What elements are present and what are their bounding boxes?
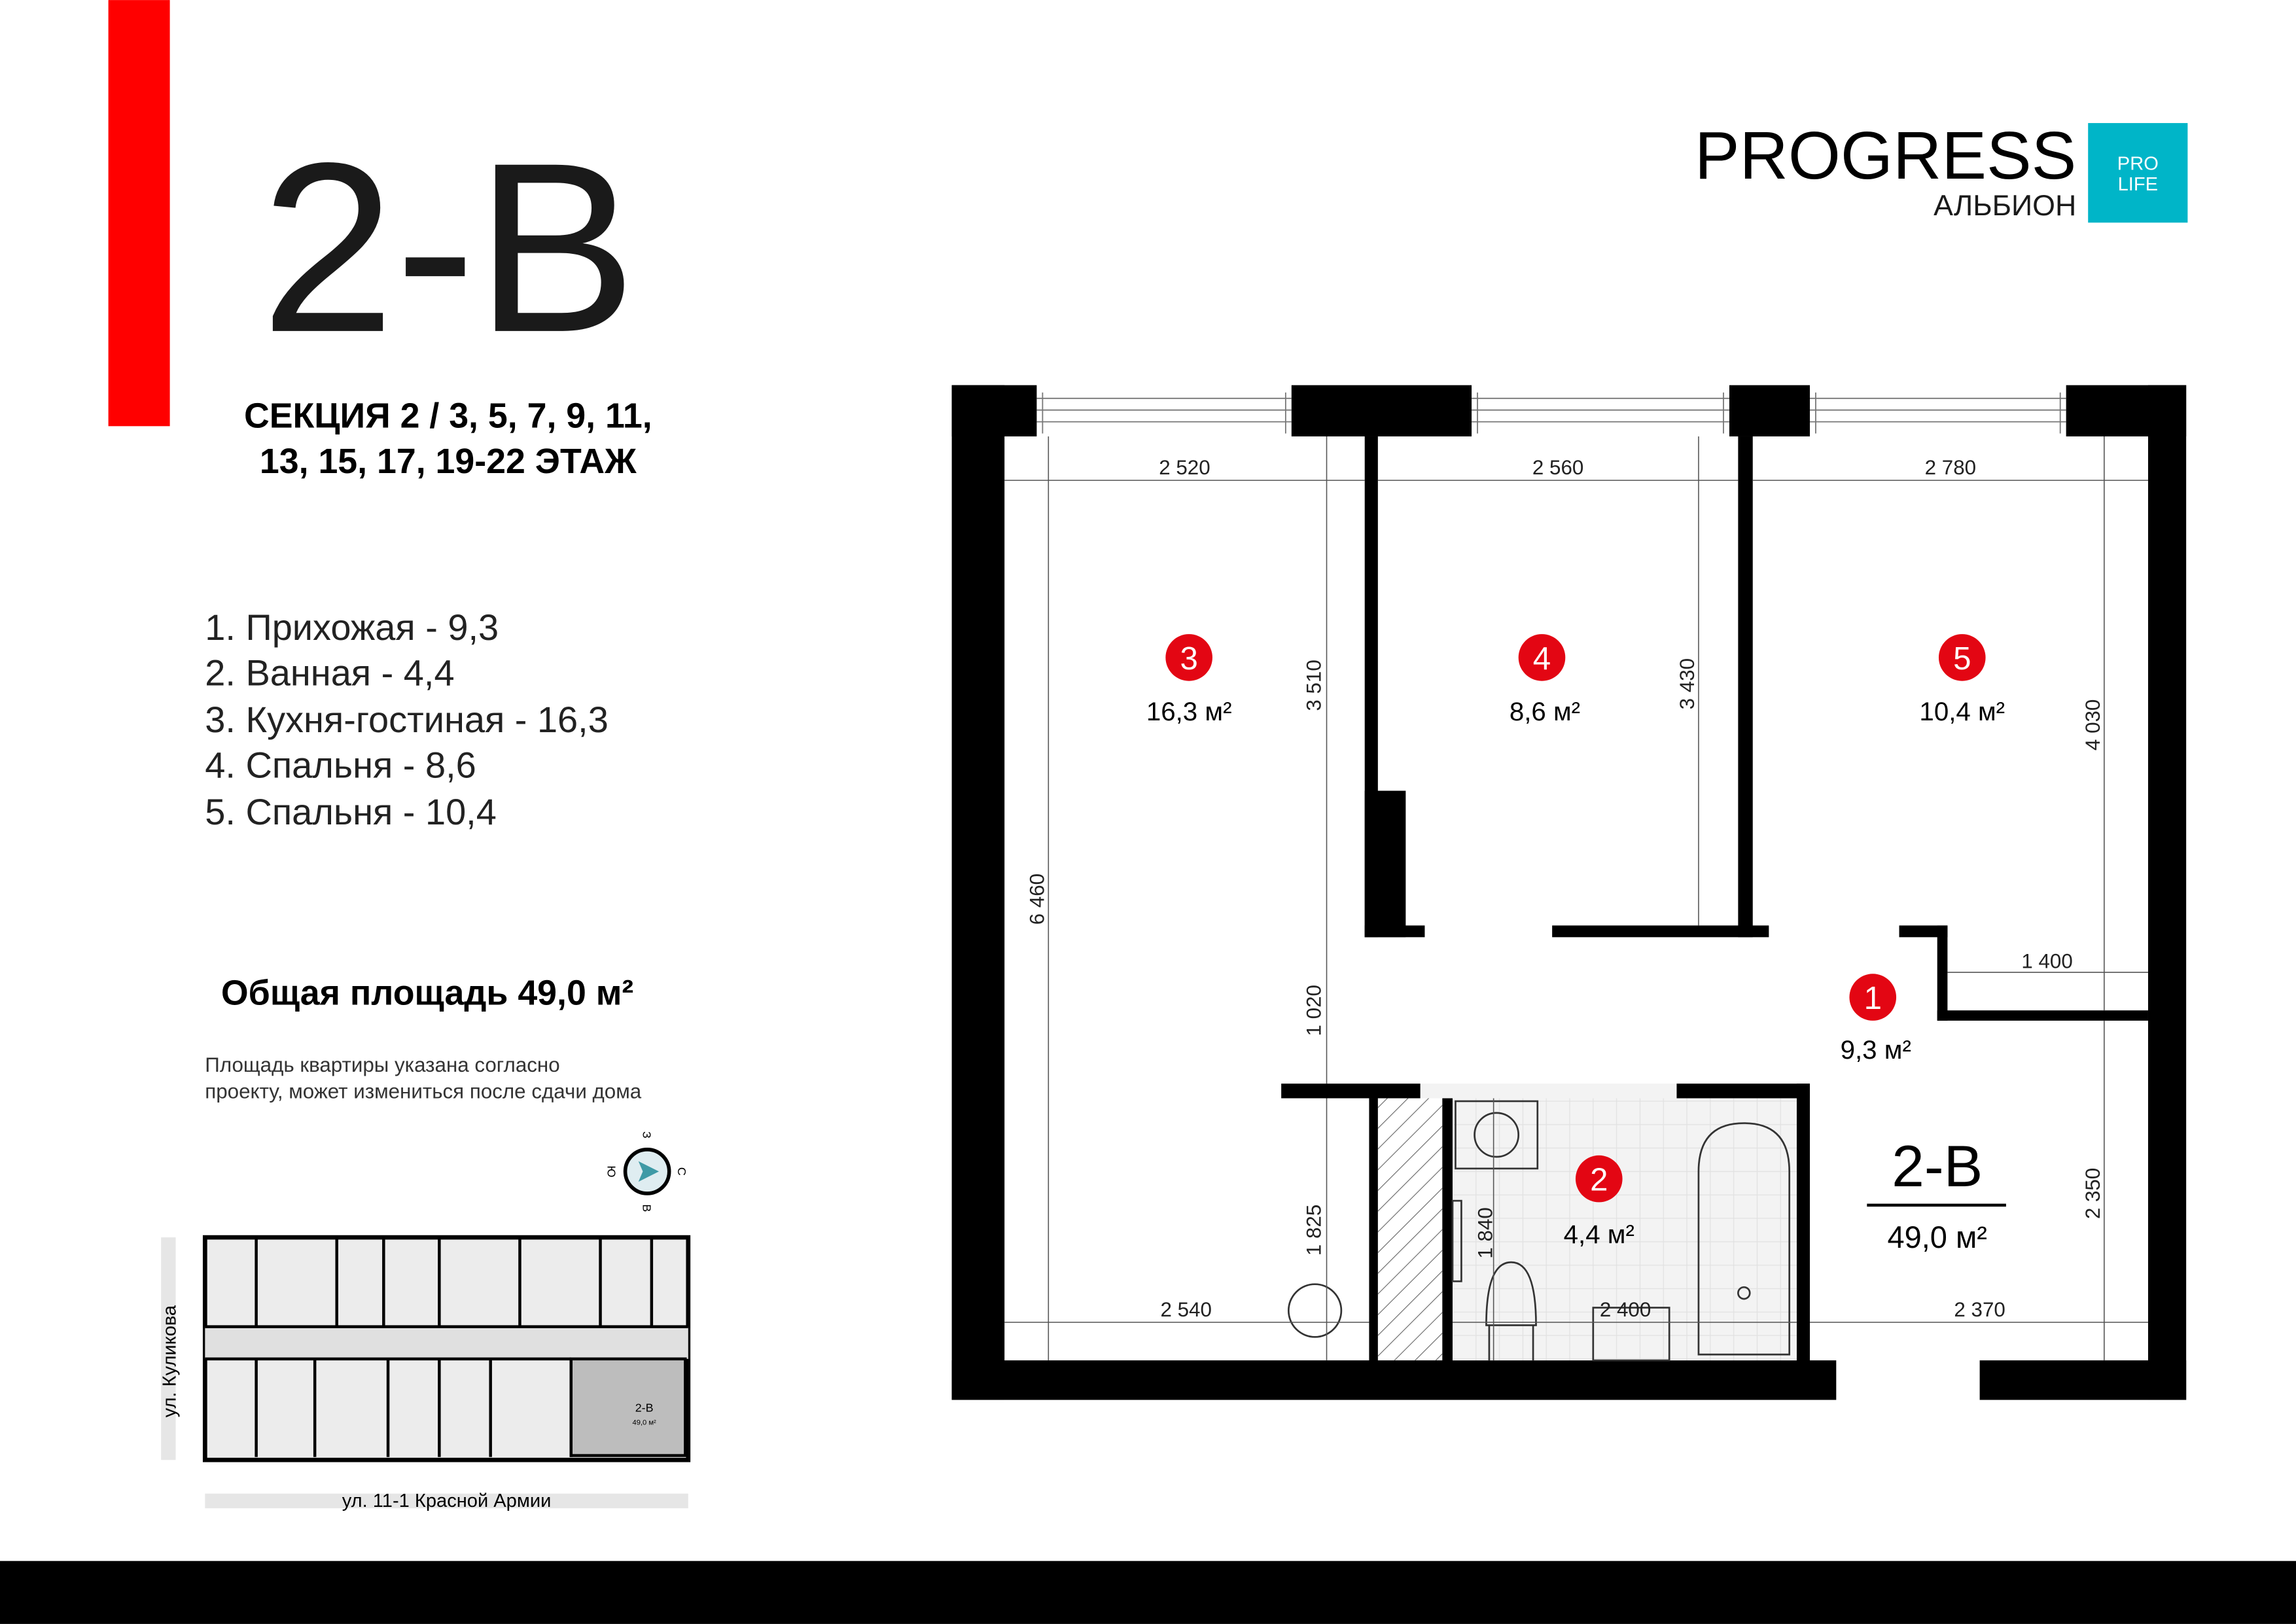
room-number: 4 — [1533, 641, 1551, 677]
plan-unit-label: 2-В — [1892, 1133, 1983, 1199]
room-list-item: 3. Кухня-гостиная - 16,3 — [205, 699, 609, 740]
sink-icon — [1592, 1307, 1670, 1362]
room-marker-2: 2 4,4 м² — [1564, 1155, 1634, 1249]
total-area: Общая площадь 49,0 м² — [221, 973, 633, 1012]
walls — [951, 385, 2187, 1400]
bathtub-icon — [1697, 1122, 1791, 1356]
dim-label: 1 825 — [1303, 1205, 1326, 1256]
room-area: 8,6 м² — [1510, 697, 1580, 726]
room-area: 10,4 м² — [1919, 697, 2005, 726]
room-number: 5 — [1953, 641, 1971, 677]
windows — [1036, 392, 2066, 434]
mini-unit-label: 2-В — [635, 1401, 654, 1414]
note-line-1: Площадь квартиры указана согласно — [205, 1053, 559, 1076]
dimension-lines — [1004, 436, 2148, 1361]
dim-label: 2 780 — [1925, 456, 1976, 479]
room-marker-4: 4 8,6 м² — [1510, 634, 1580, 726]
bathroom-fixtures — [1287, 1100, 1791, 1362]
room-list-item: 5. Спальня - 10,4 — [205, 791, 497, 832]
section-line-1: СЕКЦИЯ 2 / 3, 5, 7, 9, 11, — [244, 397, 652, 436]
dim-label: 3 510 — [1303, 660, 1326, 711]
room-list-item: 4. Спальня - 8,6 — [205, 744, 476, 785]
red-accent-bar — [108, 0, 170, 427]
logo-brand: PROGRESS — [1695, 118, 2076, 193]
room-number: 2 — [1590, 1161, 1608, 1197]
dim-label: 2 370 — [1954, 1298, 2005, 1321]
footer-bar — [0, 1561, 2296, 1624]
plan-unit-area: 49,0 м² — [1887, 1220, 1987, 1254]
compass-w: З — [640, 1131, 653, 1139]
drain-icon — [1287, 1283, 1343, 1338]
apartment-title: 2-В — [260, 113, 637, 383]
dim-label: 2 560 — [1532, 456, 1583, 479]
building-key-plan: ул. Куликова 2-В 49,0 м² ул. 11-1 Красно… — [160, 1235, 691, 1511]
logo-badge-2: LIFE — [2118, 174, 2158, 195]
progress-logo: PROGRESS АЛЬБИОН PRO LIFE — [1695, 118, 2188, 223]
dimension-labels: 2 520 2 560 2 780 1 400 2 540 2 400 2 37… — [1026, 456, 2105, 1321]
dim-label: 3 430 — [1676, 658, 1699, 709]
mini-unit-area: 49,0 м² — [633, 1419, 657, 1427]
street-bottom-label: ул. 11-1 Красной Армии — [342, 1491, 552, 1511]
toilet-icon — [1485, 1261, 1537, 1361]
room-area: 16,3 м² — [1146, 697, 1232, 726]
ventilation-shaft — [1377, 1098, 1443, 1361]
room-number: 1 — [1864, 980, 1882, 1016]
compass-icon: З С В Ю — [605, 1131, 688, 1212]
room-marker-5: 5 10,4 м² — [1919, 634, 2005, 726]
dim-label: 6 460 — [1026, 874, 1049, 925]
room-area: 4,4 м² — [1564, 1220, 1634, 1249]
dim-label: 2 540 — [1160, 1298, 1211, 1321]
room-list-item: 1. Прихожая - 9,3 — [205, 607, 499, 648]
logo-sub: АЛЬБИОН — [1934, 189, 2076, 222]
section-line-2: 13, 15, 17, 19-22 ЭТАЖ — [260, 442, 637, 481]
room-number: 3 — [1180, 641, 1197, 677]
room-list-item: 2. Ванная - 4,4 — [205, 652, 454, 693]
washing-machine-icon — [1455, 1100, 1539, 1170]
compass-n: С — [675, 1167, 688, 1176]
dim-label: 2 520 — [1159, 456, 1210, 479]
room-marker-3: 3 16,3 м² — [1146, 634, 1232, 726]
dim-label: 1 400 — [2021, 949, 2072, 972]
highlighted-unit — [569, 1357, 687, 1457]
dim-label: 1 840 — [1474, 1207, 1496, 1258]
compass-s: Ю — [605, 1165, 618, 1177]
bathroom-floor — [1452, 1098, 1797, 1361]
dim-label: 1 020 — [1303, 985, 1326, 1036]
room-list: 1. Прихожая - 9,3 2. Ванная - 4,4 3. Кух… — [205, 607, 609, 832]
street-left-label: ул. Куликова — [160, 1305, 181, 1417]
room-marker-1: 1 9,3 м² — [1841, 974, 1911, 1065]
logo-badge-1: PRO — [2117, 154, 2159, 175]
compass-e: В — [640, 1204, 653, 1212]
dim-label: 2 400 — [1600, 1298, 1651, 1321]
dim-label: 2 350 — [2081, 1168, 2104, 1219]
dim-label: 4 030 — [2081, 699, 2104, 750]
room-area: 9,3 м² — [1841, 1035, 1911, 1065]
note-line-2: проекту, может измениться после сдачи до… — [205, 1080, 641, 1103]
room-markers: 3 16,3 м² 4 8,6 м² 5 10,4 м² 1 9,3 м² 2 4,4 м… — [1146, 634, 2005, 1249]
